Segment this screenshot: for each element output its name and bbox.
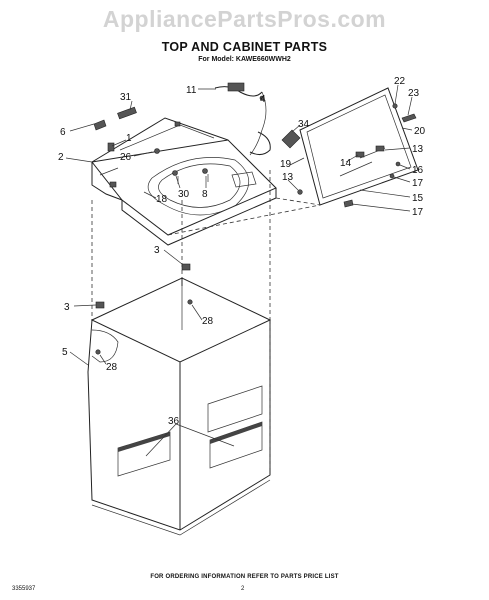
callout-28-upper: 28: [202, 316, 214, 327]
callout-26: 26: [120, 152, 132, 163]
callout-13-upper: 13: [412, 144, 424, 155]
page-title: TOP AND CABINET PARTS: [161, 40, 328, 54]
callout-31: 31: [120, 92, 132, 103]
callout-36: 36: [168, 416, 180, 427]
cabinet: [87, 277, 272, 536]
callout-16: 16: [412, 165, 424, 176]
top-panel: [91, 139, 277, 246]
callout-19: 19: [280, 159, 292, 170]
callout-17-lower: 17: [412, 207, 424, 218]
callout-6: 6: [60, 127, 66, 138]
callout-34: 34: [298, 119, 310, 130]
callout-11: 11: [186, 85, 197, 96]
callout-28-lower: 28: [106, 362, 118, 373]
bumper-34: [281, 129, 301, 149]
lid: [297, 87, 419, 208]
hinge-parts: [93, 106, 209, 184]
callout-2: 2: [58, 152, 64, 163]
callout-23: 23: [408, 88, 420, 99]
callout-13-lower: 13: [282, 172, 294, 183]
leader-lines: [65, 84, 413, 457]
callout-3-lower: 3: [64, 302, 70, 313]
console-rear: [91, 117, 229, 201]
callout-5: 5: [62, 347, 68, 358]
model-number: For Model: KAWE660WWH2: [198, 56, 291, 63]
callout-18: 18: [156, 194, 168, 205]
document-number: 3355937: [12, 586, 36, 592]
callout-1: 1: [126, 133, 132, 144]
page-number: 2: [241, 586, 245, 592]
callout-30: 30: [178, 189, 190, 200]
ordering-note: FOR ORDERING INFORMATION REFER TO PARTS …: [150, 574, 339, 580]
watermark: AppliancePartsPros.com: [102, 6, 387, 32]
callout-8: 8: [202, 189, 208, 200]
callout-3-upper: 3: [154, 245, 160, 256]
callout-22: 22: [394, 76, 406, 87]
callout-4: 4: [260, 94, 266, 105]
callout-20: 20: [414, 126, 426, 137]
callout-15: 15: [412, 193, 424, 204]
callout-17-upper: 17: [412, 178, 424, 189]
callout-labels: 31 6 1 2 26 30 8 18 11 4 34 22 23 20 13 …: [58, 76, 426, 427]
callout-14: 14: [340, 158, 352, 169]
